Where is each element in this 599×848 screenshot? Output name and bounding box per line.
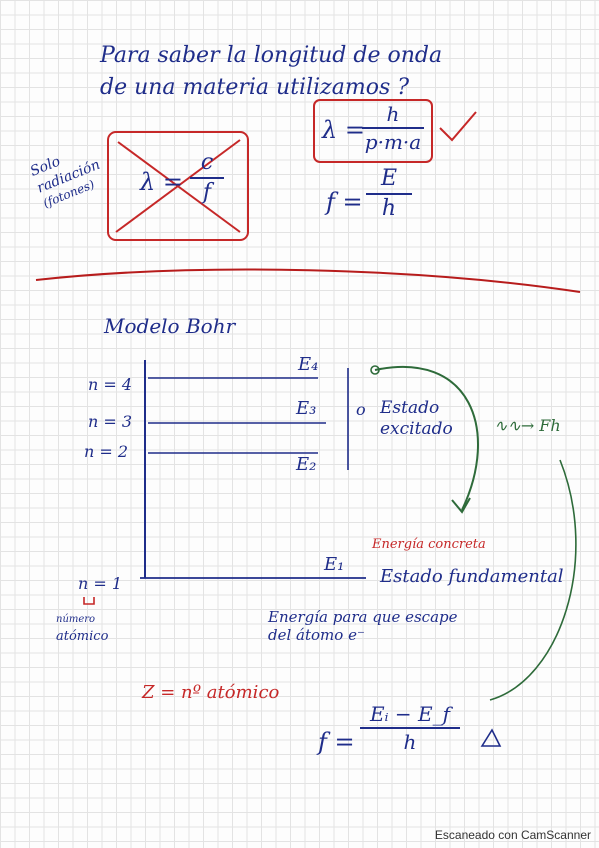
escape-note: Energía para que escape del átomo e⁻ [268,608,458,644]
ground-state-label: Estado fundamental [380,566,564,587]
atomic-note: número atómico [56,612,108,647]
lambda-formula-lhs: λ = [322,116,365,144]
f-formula-lhs: f = [326,188,363,216]
crossed-formula-lhs: λ = [140,168,183,196]
fraction-bar [366,193,412,195]
fraction-bar [362,127,424,129]
f-formula-denominator: h [381,196,397,221]
f-formula-numerator: E [380,166,398,191]
atomic-note-line-1: número [56,614,96,625]
level-e-label: E₄ [298,354,319,375]
cross-line-2 [115,139,241,233]
cross-line-1 [117,141,241,233]
z-note: Z = nº atómico [142,682,280,703]
lambda-highlight-box [313,99,433,163]
atomic-note-line-2: atómico [56,629,109,644]
header-line-1: Para saber la longitud de onda [100,43,443,68]
f-formula-fraction: E h [366,168,412,220]
lambda-formula-numerator: h [386,102,400,126]
level-n-label: n = 1 [78,574,123,593]
fraction-bar [190,177,224,179]
section-divider [35,268,581,293]
header-line-2: de una materia utilizamos ? [100,75,410,100]
crossed-formula-denominator: f [202,180,212,205]
escape-note-line-1: Energía para que escape [268,608,458,626]
freq-formula-lhs: f = [318,728,355,756]
green-start-circle [370,365,380,375]
lambda-formula-fraction: h p·m·a [362,104,424,152]
scanner-watermark: Escaneado con CamScanner [434,828,591,842]
fraction-bar [360,727,460,729]
green-arrowhead-icon [451,497,471,514]
level-e-label: E₁ [324,554,345,575]
energy-concept-label: Energía concreta [372,537,486,552]
lambda-formula-denominator: p·m·a [364,130,422,154]
crossed-box [107,131,249,241]
crossed-formula-numerator: c [200,150,214,175]
emission-label: ∿∿→ Fh [494,416,561,435]
level-n-label: n = 3 [88,412,133,431]
level-e-label: E₂ [296,454,317,475]
excited-state-label: Estado excitado [380,398,453,441]
check-mark-icon [439,111,477,142]
green-long-arc [489,459,577,701]
level-n-label: n = 4 [88,375,133,394]
excited-bracket-mark: o [356,400,366,419]
section-title: Modelo Bohr [104,314,236,338]
freq-formula-denominator: h [403,730,417,754]
excited-state-line-1: Estado [380,398,440,418]
crossed-formula-fraction: c f [190,152,224,204]
green-arc-arrow [374,365,479,511]
level-n-label: n = 2 [84,442,129,461]
level-e-label: E₃ [296,398,317,419]
red-marker-icon [83,597,95,605]
freq-formula-numerator: Eᵢ − E_f [369,702,451,726]
delta-icon [480,728,502,747]
escape-note-line-2: del átomo e⁻ [268,626,365,644]
freq-formula-fraction: Eᵢ − E_f h [360,704,460,752]
excited-state-line-2: excitado [380,419,453,440]
